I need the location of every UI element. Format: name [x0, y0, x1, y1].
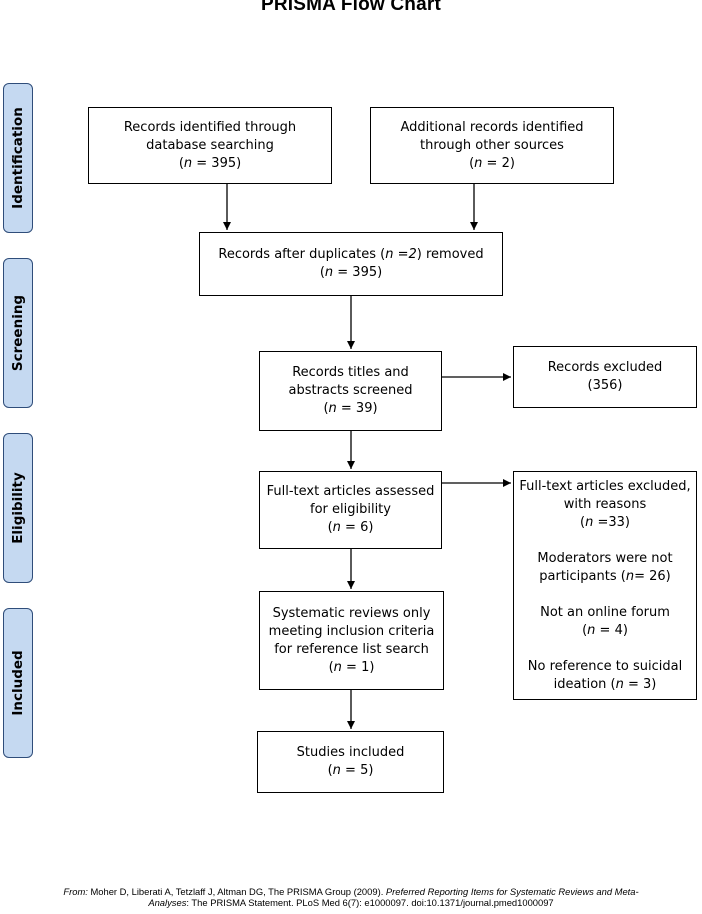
- duplicates-count: (n = 395): [319, 265, 383, 280]
- reason-moderators-line1: Moderators were not: [537, 550, 673, 566]
- box-screened: Records titles and abstracts screened (n…: [259, 351, 442, 431]
- box-fulltext-assessed: Full-text articles assessed for eligibil…: [259, 471, 442, 549]
- box-fulltext-excluded: Full-text articles excluded, with reason…: [513, 471, 697, 700]
- reviews-line3: for reference list search: [274, 641, 429, 657]
- reason-suicidal-line1: No reference to suicidal: [527, 658, 683, 674]
- box-studies-included: Studies included (n = 5): [257, 731, 444, 793]
- reason-forum-line2: (n = 4): [582, 622, 628, 638]
- reason-forum-line1: Not an online forum: [540, 604, 670, 620]
- screened-line1: Records titles and: [292, 365, 409, 380]
- reviews-line1: Systematic reviews only: [272, 605, 431, 621]
- ft-excluded-line1: Full-text articles excluded,: [519, 478, 691, 494]
- screened-count: (n = 39): [323, 401, 378, 416]
- included-count: (n = 5): [327, 763, 374, 778]
- db-line1: Records identified through: [123, 119, 297, 135]
- db-count: (n = 395): [178, 155, 242, 171]
- citation-footer: From: Moher D, Liberati A, Tetzlaff J, A…: [0, 886, 702, 908]
- reviews-line2: meeting inclusion criteria: [268, 623, 435, 639]
- box-after-duplicates: Records after duplicates (n =2) removed …: [199, 232, 503, 296]
- excluded-line1: Records excluded: [547, 360, 663, 375]
- stage-included: Included: [3, 608, 33, 758]
- box-records-excluded: Records excluded (356): [513, 346, 697, 408]
- screened-line2: abstracts screened: [288, 383, 413, 398]
- reviews-count: (n = 1): [328, 659, 375, 675]
- ft-excluded-line2: with reasons: [563, 496, 647, 512]
- stage-screening: Screening: [3, 258, 33, 408]
- box-systematic-reviews: Systematic reviews only meeting inclusio…: [259, 591, 444, 690]
- other-line2: through other sources: [420, 137, 564, 153]
- citation-line2: Analyses: The PRISMA Statement. PLoS Med…: [148, 897, 554, 908]
- stage-eligibility: Eligibility: [3, 433, 33, 583]
- ft-excluded-count: (n =33): [580, 514, 630, 530]
- box-other-sources: Additional records identified through ot…: [370, 107, 614, 184]
- citation-line1: From: Moher D, Liberati A, Tetzlaff J, A…: [63, 886, 639, 897]
- box-database-searching: Records identified through database sear…: [88, 107, 332, 184]
- other-line1: Additional records identified: [400, 119, 584, 135]
- stage-identification: Identification: [3, 83, 33, 233]
- fulltext-line2: for eligibility: [310, 502, 391, 517]
- excluded-count: (356): [587, 378, 623, 393]
- db-line2: database searching: [146, 137, 274, 153]
- fulltext-line1: Full-text articles assessed: [266, 484, 435, 499]
- other-count: (n = 2): [469, 155, 515, 171]
- reason-suicidal-line2: ideation (n = 3): [553, 676, 657, 692]
- fulltext-count: (n = 6): [327, 520, 374, 535]
- duplicates-line1: Records after duplicates (n =2) removed: [218, 247, 484, 262]
- chart-title: PRISMA Flow Chart: [260, 0, 442, 15]
- reason-moderators-line2: participants (n= 26): [539, 568, 671, 584]
- included-line1: Studies included: [296, 745, 405, 760]
